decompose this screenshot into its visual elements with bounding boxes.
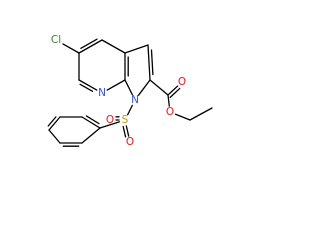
bond-Ph3-Ph4-second (47, 116, 57, 127)
bond-C3-C2-second (150, 49, 154, 76)
bond-Ph6-Ph1 (81, 127, 101, 144)
bonds-group (47, 38, 213, 147)
bond-C7a-N7 (106, 79, 126, 91)
bond-O4-Ce1 (174, 113, 191, 121)
bond-Ph1-Ph2-second (85, 115, 100, 125)
bond-Cl-C5 (62, 43, 80, 54)
bond-N7-C6-second (79, 83, 94, 92)
bond-Cc-O3-second (169, 87, 181, 98)
bond-Ph3-Ph4 (48, 116, 61, 131)
bond-S-O2 (125, 125, 130, 137)
atom-label-n1: N (131, 94, 139, 106)
bond-N7-C6 (78, 79, 98, 91)
bond-Ph1-Ph2 (81, 116, 101, 129)
bond-S-Ph1 (99, 121, 120, 129)
atom-label-o4: O (166, 106, 174, 118)
bond-C5-C4 (78, 39, 103, 54)
bond-Ce1-Ce2 (189, 107, 213, 121)
atom-label-n7: N (98, 87, 106, 99)
atom-label-o1: O (106, 114, 114, 126)
atom-label-o2: O (126, 136, 134, 148)
bond-Ph4-Ph5 (48, 129, 61, 144)
bond-N1-S (127, 104, 133, 116)
bond-S-O2-second (122, 125, 127, 138)
bond-C2-Cc (149, 79, 169, 96)
bond-C3-C2 (147, 44, 151, 81)
bond-Cc-O4 (167, 94, 170, 107)
bond-C5-C4-second (80, 38, 98, 49)
atom-label-cl: Cl (51, 34, 61, 46)
atom-label-s: S (122, 114, 129, 126)
bond-C4-C3a (101, 39, 126, 54)
bond-C2-N1 (137, 79, 151, 96)
bond-C3a-C3 (124, 44, 149, 54)
bond-Cc-O3 (167, 85, 179, 96)
bond-N1-C7a (124, 79, 133, 96)
atom-label-o3: O (178, 76, 186, 88)
